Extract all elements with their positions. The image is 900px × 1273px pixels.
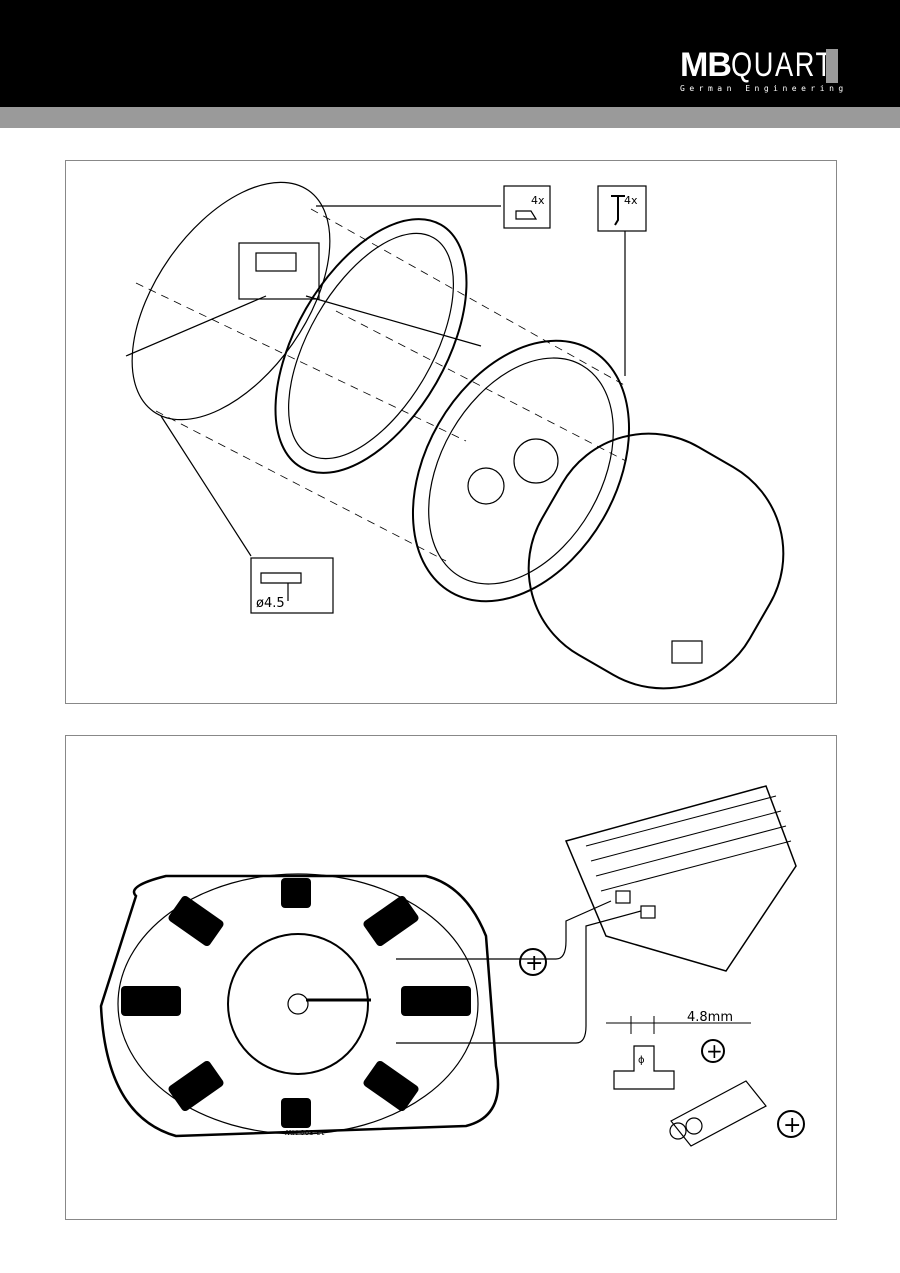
dimension-lines	[606, 1016, 751, 1034]
mb-quart-logo: MBQUART German Engineering	[680, 46, 859, 93]
drill-diameter: ø4.5	[256, 596, 285, 611]
amp-terminal	[640, 905, 656, 919]
speaker-cone	[428, 357, 614, 585]
magnet	[227, 933, 369, 1075]
pole-piece	[287, 993, 309, 1015]
tweeter	[513, 438, 559, 484]
logo-bar	[826, 49, 838, 83]
positive-symbol-speaker	[519, 948, 547, 976]
amp-terminal	[615, 890, 631, 904]
cable-conductor	[669, 1122, 687, 1140]
grille-badge	[671, 640, 703, 664]
amplifier	[564, 785, 797, 972]
positive-symbol-label: +	[783, 1113, 801, 1138]
screw-icon	[611, 195, 625, 226]
drill-leader	[160, 415, 252, 557]
positive-symbol-label: +	[706, 1039, 723, 1063]
screw-callout-box	[597, 185, 647, 232]
jigsaw-icon	[255, 252, 297, 272]
clip-icon	[515, 210, 538, 220]
saw-leader	[125, 295, 267, 357]
amplifier-fins	[585, 795, 792, 892]
positive-symbol-label: +	[525, 951, 543, 976]
page-header: MBQUART German Engineering	[0, 0, 900, 107]
installation-diagram-panel: 4x 4x ø4.5	[65, 160, 837, 704]
logo-brand-bold: MB	[680, 46, 732, 84]
speaker-frame	[411, 339, 631, 603]
wiring-diagram-panel: 13-800 MW + 4.8mm + ɸ +	[65, 735, 837, 1220]
basket-windows	[121, 878, 471, 1128]
cable-conductor	[685, 1117, 703, 1135]
logo-brand-light: QUART	[730, 46, 834, 84]
jigsaw-callout-box	[238, 242, 320, 300]
exploded-installation-diagram: 4x 4x ø4.5	[125, 181, 785, 690]
header-band	[0, 107, 900, 128]
midrange	[467, 467, 505, 505]
clip-quantity: 4x	[531, 194, 545, 207]
speaker-basket	[117, 873, 479, 1135]
cutout-outline	[131, 181, 331, 421]
speaker-label: 13-800 MW	[285, 1128, 325, 1136]
wiring-diagram: 13-800 MW + 4.8mm + ɸ +	[99, 785, 805, 1147]
terminal-phi: ɸ	[638, 1055, 645, 1066]
drill-callout-box	[250, 557, 334, 614]
speaker-grille	[527, 432, 785, 690]
spade-terminal	[613, 1045, 675, 1090]
mounting-ring-inner	[288, 232, 454, 460]
clip-callout-box	[503, 185, 551, 229]
guide-lines	[135, 208, 627, 562]
positive-symbol-cable	[777, 1110, 805, 1138]
saw-leader	[305, 295, 482, 347]
logo-tagline: German Engineering	[680, 84, 848, 93]
speaker-rear-frame	[99, 874, 500, 1138]
positive-symbol-terminal	[701, 1039, 725, 1063]
cable	[670, 1080, 767, 1147]
mounting-ring	[274, 218, 468, 474]
positive-wire	[546, 900, 612, 960]
terminal-width: 4.8mm	[687, 1010, 733, 1025]
screw-quantity: 4x	[624, 194, 638, 207]
drill-icon	[260, 572, 302, 601]
